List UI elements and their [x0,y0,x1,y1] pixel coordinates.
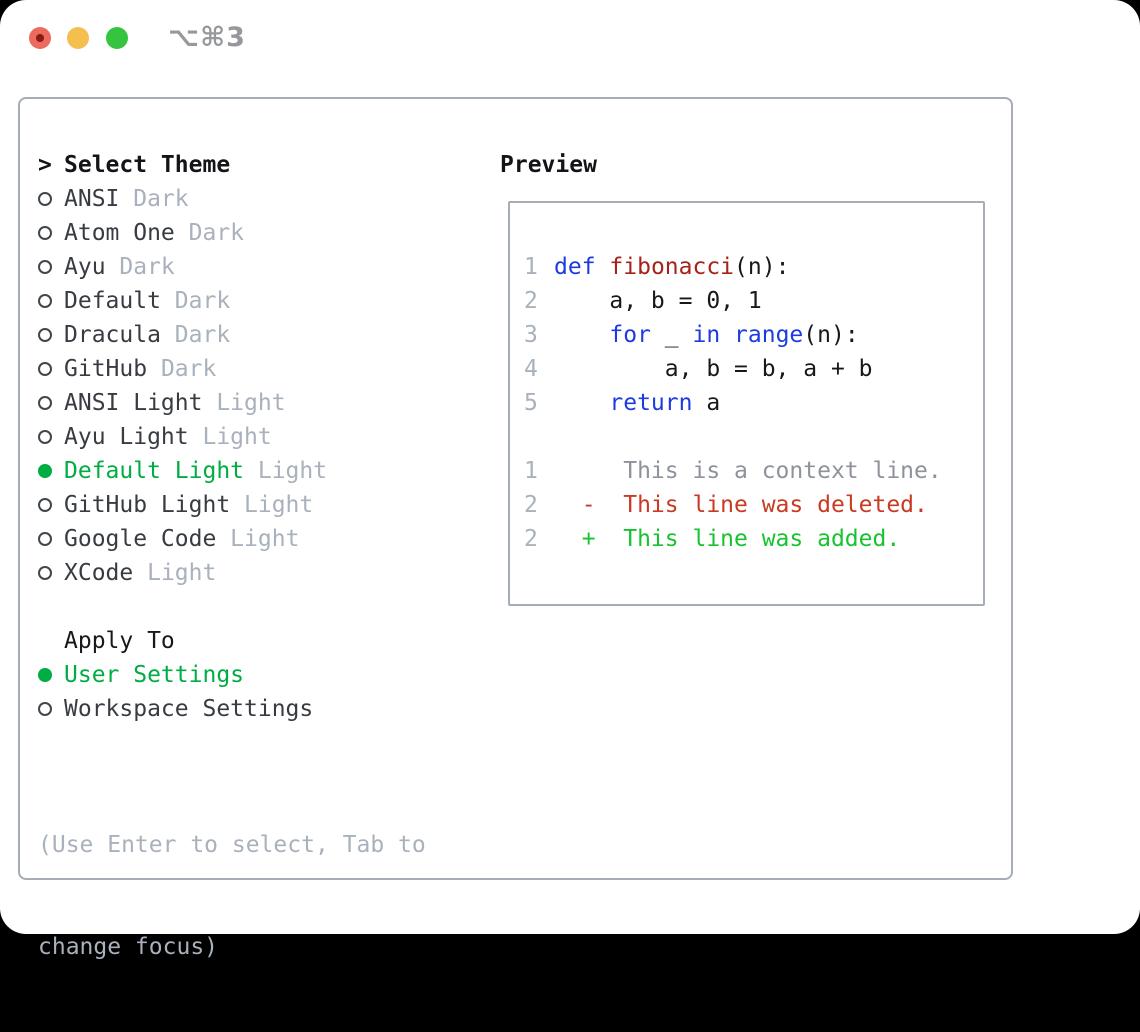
preview-line-added: 2 + This line was added. [524,526,901,552]
theme-option-label: GitHub [64,356,148,382]
theme-option-ansi[interactable]: ANSI Dark [38,182,426,216]
apply-to-header: Apply To [38,624,426,658]
line-number: 2 [524,526,538,552]
theme-option-label: Ayu Light [64,424,189,450]
theme-option-label: Default Light [64,458,245,484]
line-number: 2 [524,288,538,314]
preview-line-code: 3 for _ in range(n): [524,322,859,348]
theme-variant-label: Light [133,560,217,586]
theme-option-google-code[interactable]: Google Code Light [38,522,426,556]
radio-icon [38,226,52,240]
theme-option-label: XCode [64,560,134,586]
theme-option-default-light[interactable]: Default Light Light [38,454,426,488]
theme-option-github[interactable]: GitHub Dark [38,352,426,386]
radio-icon [38,192,52,206]
theme-option-label: Dracula [64,322,161,348]
line-number: 1 [524,254,538,280]
close-button[interactable] [29,27,51,49]
select-theme-title: Select Theme [64,152,231,178]
zoom-button[interactable] [106,27,128,49]
theme-variant-label: Light [216,526,300,552]
preview-line-code: 5 return a [524,390,721,416]
titlebar: ⌥⌘3 [0,0,1140,76]
theme-option-label: Ayu [64,254,106,280]
line-number: 5 [524,390,538,416]
apply-option-label: Workspace Settings [64,696,314,722]
theme-option-xcode[interactable]: XCode Light [38,556,426,590]
radio-icon [38,328,52,342]
line-number: 4 [524,356,538,382]
theme-option-ansi-light[interactable]: ANSI Light Light [38,386,426,420]
hint-line-2: change focus) [38,934,219,960]
radio-selected-icon [38,464,52,478]
line-number: 2 [524,492,538,518]
theme-variant-label: Dark [147,356,217,382]
spacer [38,590,426,624]
preview-line-blank [524,420,983,454]
preview-line-context: 1 This is a context line. [524,458,942,484]
preview-title: Preview [500,152,597,178]
theme-option-label: Default [64,288,161,314]
theme-variant-label: Dark [174,220,245,246]
hint-text: (Use Enter to select, Tab to change focu… [38,760,426,1032]
theme-variant-label: Light [202,390,286,416]
theme-variant-label: Dark [160,288,231,314]
theme-variant-label: Light [244,458,328,484]
theme-option-ayu[interactable]: Ayu Dark [38,250,426,284]
theme-option-label: ANSI Light [64,390,203,416]
apply-option-label: User Settings [64,662,245,688]
preview-line-code: 4 a, b = b, a + b [524,356,873,382]
apply-option-user-settings[interactable]: User Settings [38,658,426,692]
radio-icon [38,566,52,580]
theme-variant-label: Dark [119,186,189,212]
apply-option-workspace-settings[interactable]: Workspace Settings [38,692,426,726]
select-theme-header: > Select Theme [38,148,426,182]
theme-variant-label: Dark [160,322,231,348]
radio-icon [38,294,52,308]
hint-line-1: (Use Enter to select, Tab to [38,832,426,858]
theme-option-label: GitHub Light [64,492,231,518]
theme-option-label: Google Code [64,526,217,552]
window-title-shortcut: ⌥⌘3 [168,22,246,53]
theme-option-default[interactable]: Default Dark [38,284,426,318]
spacer [38,726,426,760]
minimize-button[interactable] [67,27,89,49]
theme-option-label: ANSI [64,186,120,212]
cursor-indicator: > [38,152,52,178]
radio-icon [38,498,52,512]
theme-variant-label: Light [230,492,314,518]
preview-line-code: 2 a, b = 0, 1 [524,288,762,314]
theme-variant-label: Light [188,424,272,450]
recording-dot-icon [36,34,44,42]
radio-icon [38,260,52,274]
radio-icon [38,362,52,376]
theme-option-atom-one[interactable]: Atom One Dark [38,216,426,250]
theme-option-ayu-light[interactable]: Ayu Light Light [38,420,426,454]
line-number: 3 [524,322,538,348]
preview-line-deleted: 2 - This line was deleted. [524,492,928,518]
theme-option-dracula[interactable]: Dracula Dark [38,318,426,352]
theme-variant-label: Dark [105,254,175,280]
radio-icon [38,702,52,716]
radio-icon [38,430,52,444]
theme-option-github-light[interactable]: GitHub Light Light [38,488,426,522]
line-number: 1 [524,458,538,484]
theme-option-label: Atom One [64,220,175,246]
radio-icon [38,396,52,410]
apply-to-title: Apply To [64,628,175,654]
radio-icon [38,532,52,546]
radio-selected-icon [38,668,52,682]
